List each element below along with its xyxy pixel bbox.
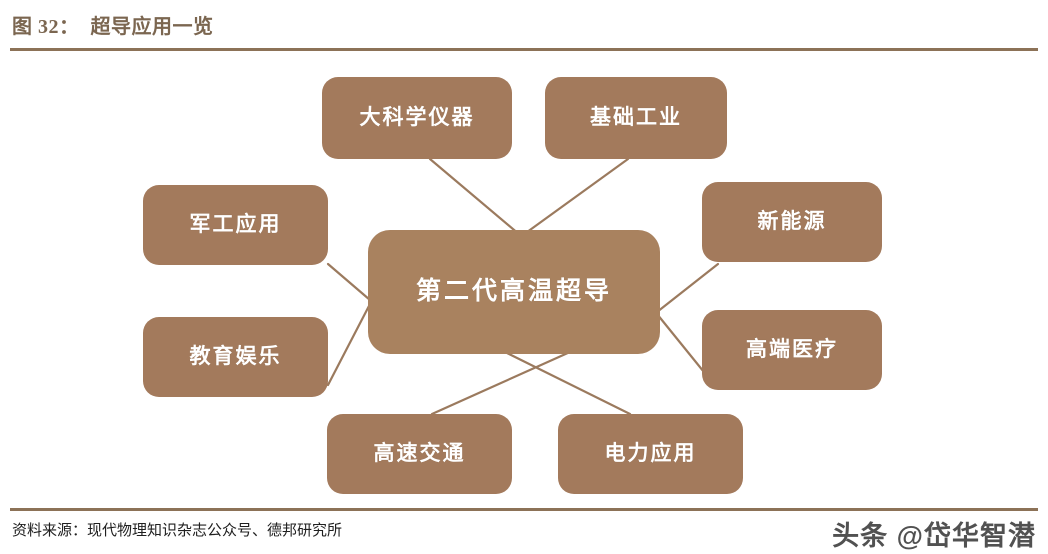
node-new-energy[interactable]: 新能源: [702, 182, 882, 262]
node-education-entertainment[interactable]: 教育娱乐: [143, 317, 328, 397]
footer-divider: [10, 508, 1038, 511]
node-center-second-generation-hts[interactable]: 第二代高温超导: [368, 230, 660, 354]
node-power-application[interactable]: 电力应用: [558, 414, 743, 494]
node-label: 新能源: [757, 209, 827, 234]
node-high-speed-transport[interactable]: 高速交通: [327, 414, 512, 494]
node-military-application[interactable]: 军工应用: [143, 185, 328, 265]
node-label: 高端医疗: [746, 337, 838, 362]
connector-military-application: [326, 262, 372, 302]
page-title: 图 32： 超导应用一览: [12, 16, 214, 38]
connector-basic-industry: [521, 157, 630, 237]
node-label: 军工应用: [189, 212, 282, 237]
node-basic-industry[interactable]: 基础工业: [545, 77, 727, 159]
connector-new-energy: [655, 262, 720, 314]
node-big-science-instruments[interactable]: 大科学仪器: [322, 77, 512, 159]
node-label: 高速交通: [373, 441, 466, 466]
connector-education-entertainment: [326, 302, 372, 387]
node-label: 第二代高温超导: [415, 278, 612, 306]
figure-header: 图 32： 超导应用一览: [0, 0, 1048, 52]
connector-high-speed-transport: [430, 350, 572, 416]
node-label: 基础工业: [590, 105, 682, 130]
node-label: 大科学仪器: [359, 105, 475, 130]
node-advanced-medical[interactable]: 高端医疗: [702, 310, 882, 390]
connector-big-science-instruments: [428, 157, 522, 237]
node-label: 教育娱乐: [189, 344, 282, 369]
header-divider: [10, 48, 1038, 51]
connector-power-application: [503, 350, 632, 416]
watermark: 头条 @岱华智潜: [832, 521, 1036, 551]
superconductor-application-diagram: 大科学仪器 基础工业 军工应用 教育娱乐 新能源 高端医疗 高速交通 电力应用 …: [0, 52, 1048, 508]
source-note: 资料来源：现代物理知识杂志公众号、德邦研究所: [12, 523, 343, 539]
node-label: 电力应用: [604, 441, 697, 466]
